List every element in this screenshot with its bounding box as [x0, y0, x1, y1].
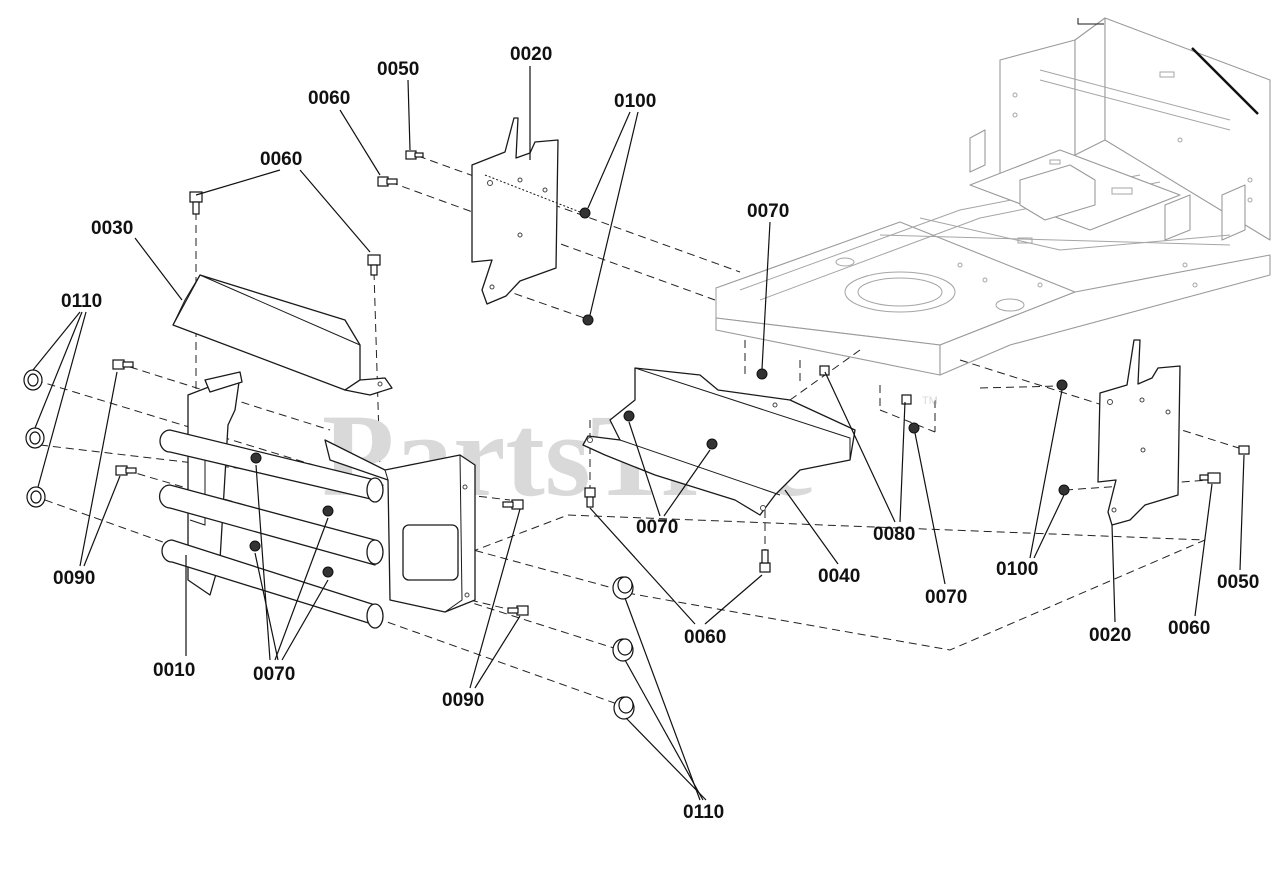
callout-0020-top: 0020	[510, 44, 552, 65]
callout-0110-left: 0110	[61, 291, 102, 312]
callout-0090-center: 0090	[442, 690, 484, 711]
callout-0050-top: 0050	[377, 59, 419, 80]
plate-0040	[582, 367, 856, 516]
callout-0080: 0080	[873, 524, 915, 545]
callout-0060-right: 0060	[1168, 618, 1210, 639]
bracket-0020-top	[471, 117, 581, 305]
bracket-0020-right	[1097, 339, 1181, 526]
watermark-trademark: TM	[922, 395, 938, 407]
callout-0010: 0010	[153, 660, 195, 681]
callout-0070-frame: 0070	[747, 201, 789, 222]
callout-0100-right: 0100	[996, 559, 1038, 580]
callout-0110-bottom: 0110	[683, 802, 724, 823]
callout-0060-mid: 0060	[260, 149, 302, 170]
callout-0060-center: 0060	[684, 627, 726, 648]
callout-0030: 0030	[91, 218, 133, 239]
leader-lines	[32, 66, 1245, 801]
callout-0040: 0040	[818, 566, 860, 587]
callout-0070-left: 0070	[253, 664, 295, 685]
callout-labels: 0020 0050 0060 0100 0060 0070 0030 0110 …	[53, 44, 1259, 823]
deflector-0030	[172, 274, 393, 396]
mower-frame	[715, 17, 1271, 376]
callout-0090-left: 0090	[53, 568, 95, 589]
callout-0100-top: 0100	[614, 91, 656, 112]
callout-0070-right: 0070	[925, 587, 967, 608]
callout-0060-top: 0060	[308, 88, 350, 109]
bumper-0010	[158, 371, 476, 629]
bolt-0050-right	[1238, 445, 1250, 455]
callout-0070-center: 0070	[636, 517, 678, 538]
callout-0020-right: 0020	[1089, 625, 1131, 646]
callout-0050-right: 0050	[1217, 572, 1259, 593]
hardware	[23, 150, 1250, 720]
